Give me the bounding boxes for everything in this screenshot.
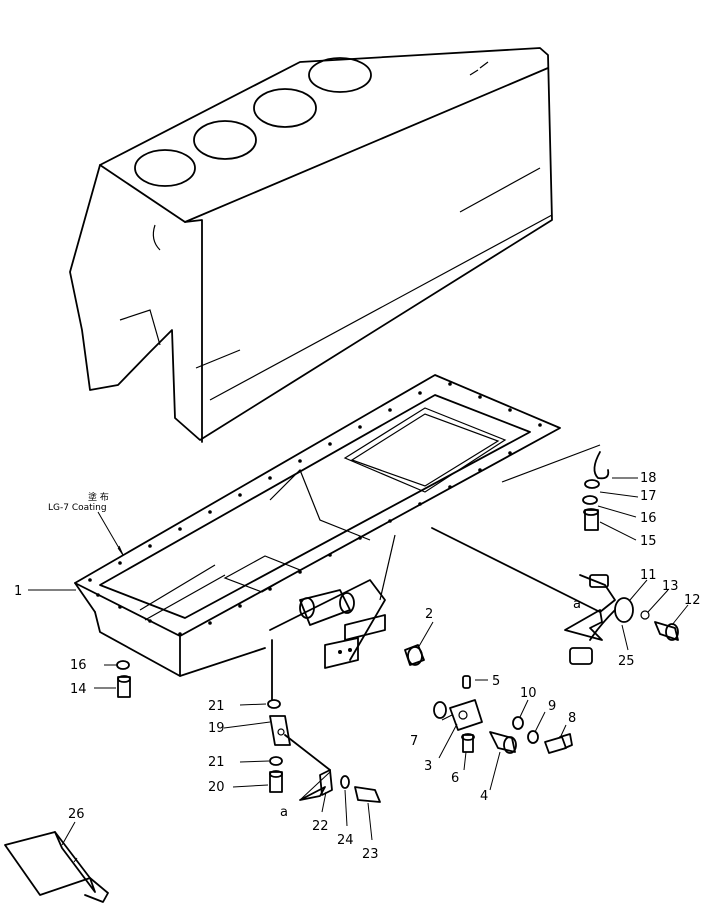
part-8-bolt	[544, 733, 573, 754]
callout-5: 5	[492, 674, 500, 689]
callout-1: 1	[14, 584, 22, 599]
callout-26: 26	[68, 807, 85, 822]
callout-24: 24	[337, 833, 354, 848]
callout-19: 19	[208, 721, 225, 736]
callout-11: 11	[640, 568, 657, 583]
coating-label: LG-7 Coating	[48, 503, 107, 513]
view-arrow-label: a	[573, 597, 581, 612]
callout-12: 12	[684, 593, 701, 608]
part-6-bolt	[461, 733, 475, 753]
view-arrow-label: a	[280, 805, 288, 820]
leader-lines	[28, 477, 689, 863]
callout-21-lower: 21	[208, 755, 225, 770]
part-4-sensor	[489, 731, 517, 754]
oil-pan	[74, 374, 561, 677]
callout-14: 14	[70, 682, 87, 697]
part-9-washer	[527, 730, 539, 744]
oil-pan-bolt-holes	[88, 382, 542, 636]
callout-10: 10	[520, 686, 537, 701]
callout-22: 22	[312, 819, 329, 834]
callout-23: 23	[362, 847, 379, 862]
part-7-o-ring	[433, 701, 447, 719]
part-10-washer	[512, 716, 524, 730]
callout-2: 2	[425, 607, 433, 622]
engine-block	[69, 47, 553, 443]
callout-9: 9	[548, 699, 556, 714]
callout-15: 15	[640, 534, 657, 549]
part-2-plug	[404, 644, 425, 666]
callout-25: 25	[618, 654, 635, 669]
callout-7: 7	[410, 734, 418, 749]
callout-16-right: 16	[640, 511, 657, 526]
callout-18: 18	[640, 471, 657, 486]
callout-21-upper: 21	[208, 699, 225, 714]
callout-numbers: 1 2 3 4 5 6 7 8 9 10 11 12 13 14 15 16 1…	[14, 471, 701, 862]
coating-note: 塗 布 LG-7 Coating	[48, 491, 124, 556]
callout-8: 8	[568, 711, 576, 726]
callout-20: 20	[208, 780, 225, 795]
wire-harness	[431, 527, 679, 665]
left-fasteners	[116, 660, 131, 698]
part-3-flange	[449, 699, 483, 731]
upper-right-fasteners	[501, 444, 610, 531]
callout-16-left: 16	[70, 658, 87, 673]
coating-kanji: 塗 布	[88, 491, 109, 503]
part-26-component	[4, 831, 109, 903]
callout-13: 13	[662, 579, 679, 594]
callout-17: 17	[640, 489, 657, 504]
callout-6: 6	[451, 771, 459, 786]
view-arrow-a-right: a	[564, 597, 603, 641]
callout-4: 4	[480, 789, 488, 804]
part-5-pin	[462, 675, 471, 689]
view-arrow-a-left: a	[280, 771, 331, 820]
side-bracket	[299, 589, 386, 669]
callout-3: 3	[424, 759, 432, 774]
